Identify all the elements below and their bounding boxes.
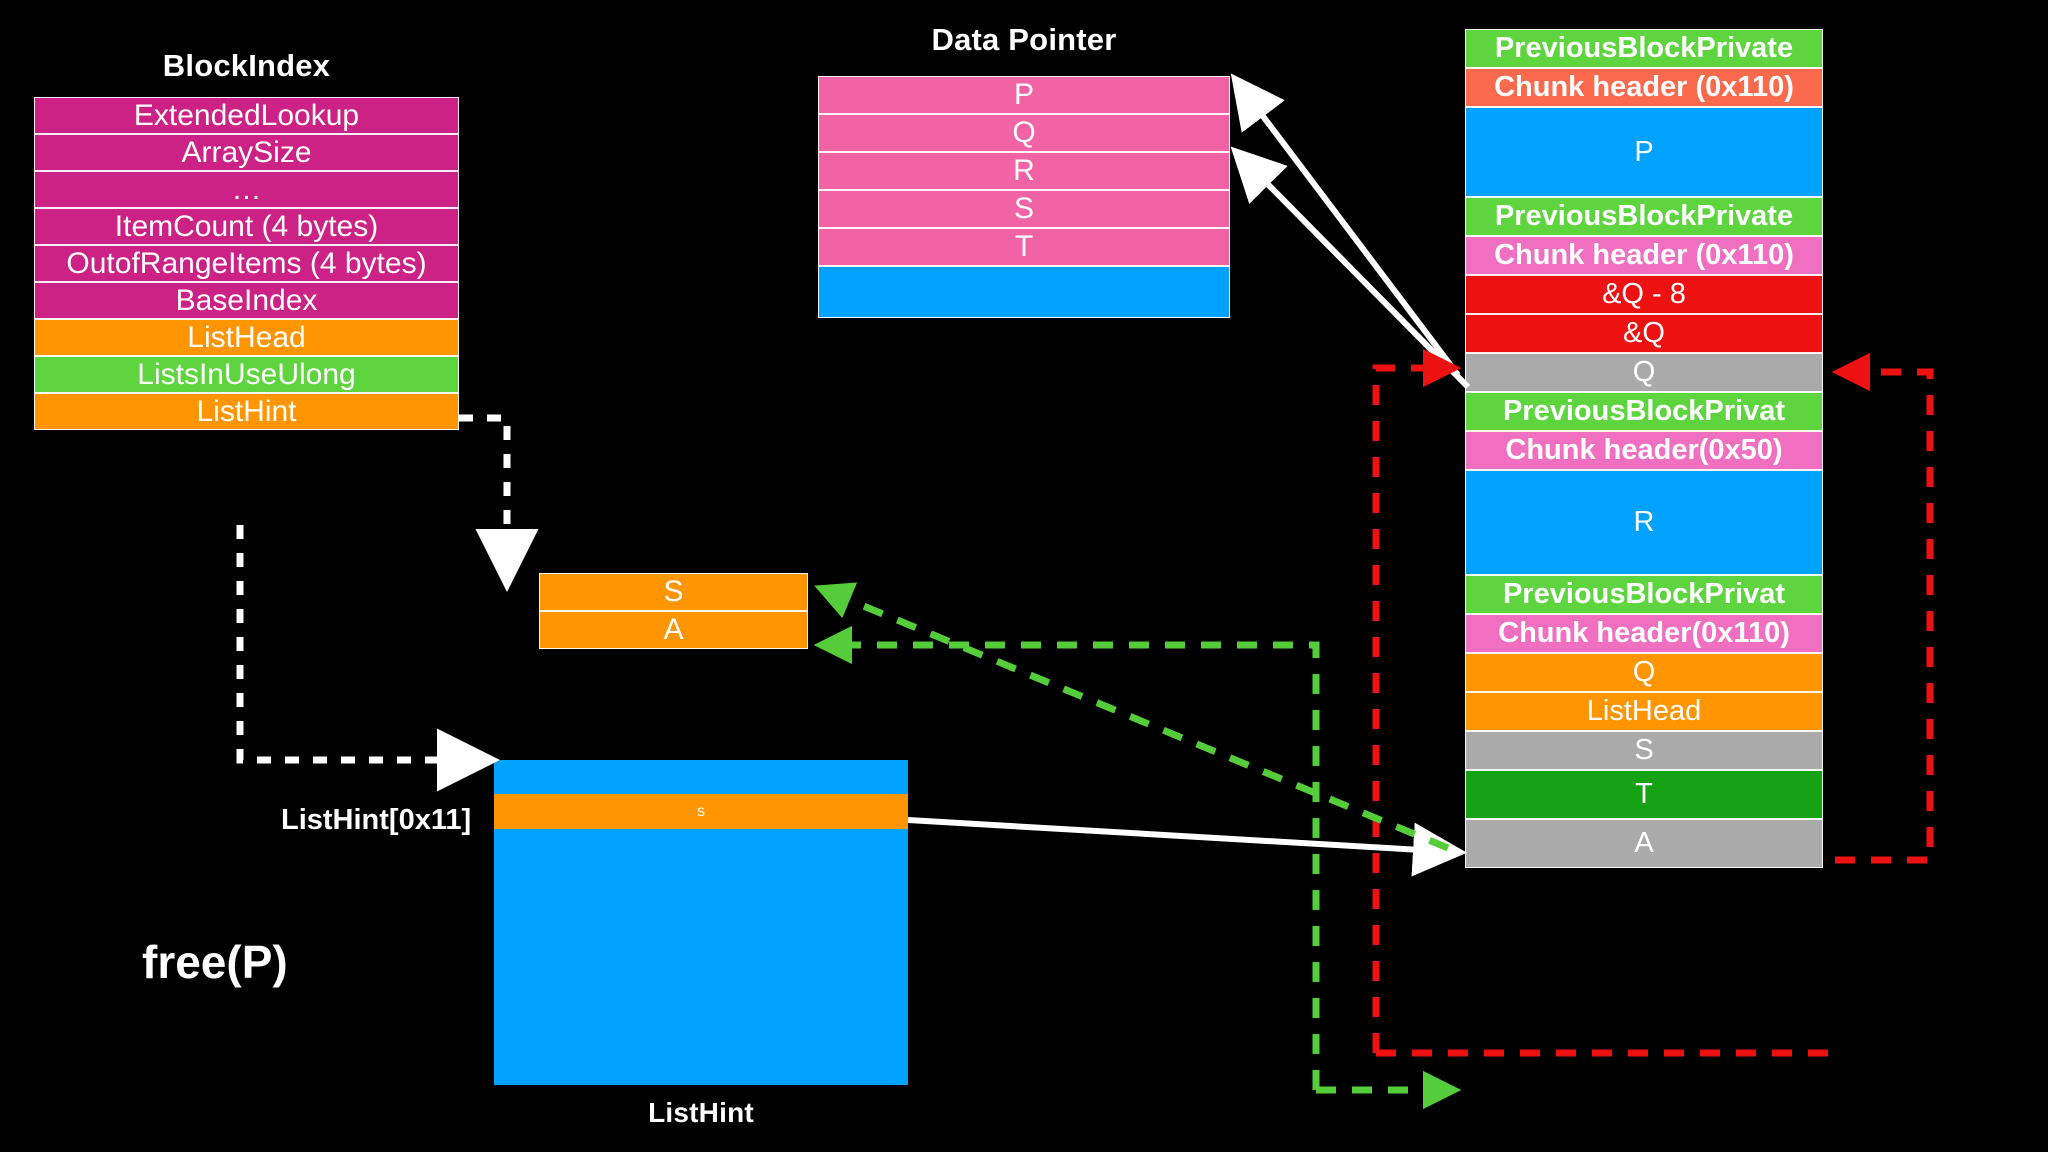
heap-chunk-row: ListHead	[1465, 692, 1823, 731]
heap-chunk-row-label: P	[1634, 135, 1654, 168]
heap-chunk-row-label: T	[1635, 778, 1653, 810]
block-index-caption: BlockIndex	[162, 48, 331, 83]
white-dotted-links	[236, 414, 539, 792]
list-hint-index-label: ListHint[0x11]	[281, 804, 472, 836]
heap-chunk-row-label: S	[1634, 734, 1654, 766]
block-index-row: BaseIndex	[34, 282, 459, 319]
heap-chunk-row: A	[1465, 819, 1823, 868]
heap-chunk-row-label: R	[1633, 506, 1655, 538]
free-entry-row: S	[539, 573, 808, 611]
block-index-row-label: ListHint	[196, 394, 297, 428]
data-pointer-row-label: T	[1014, 230, 1034, 263]
data-pointer-row: P	[818, 76, 1230, 114]
heap-chunk-row-label: Chunk header (0x110)	[1494, 239, 1794, 271]
list-hint-row	[494, 829, 908, 1085]
block-index-row: ArraySize	[34, 134, 459, 171]
block-index-row-label: …	[231, 172, 262, 206]
heap-chunk-row: Chunk header(0x110)	[1465, 614, 1823, 653]
heap-chunk-row: S	[1465, 731, 1823, 770]
block-index-row: ExtendedLookup	[34, 97, 459, 134]
data-pointer-row-label: P	[1013, 78, 1034, 111]
block-index-row: ListsInUseUlong	[34, 356, 459, 393]
heap-chunk-row-label: ListHead	[1586, 695, 1702, 727]
heap-chunk-row: Chunk header (0x110)	[1465, 68, 1823, 107]
data-pointer-row: Q	[818, 114, 1230, 152]
free-call-label: free(P)	[142, 936, 288, 988]
heap-chunk-row: PreviousBlockPrivate	[1465, 197, 1823, 236]
block-index-row: ListHint	[34, 393, 459, 430]
block-index-row: …	[34, 171, 459, 208]
block-index-row: ListHead	[34, 319, 459, 356]
heap-chunk-row: PreviousBlockPrivat	[1465, 392, 1823, 431]
block-index-row-label: ItemCount (4 bytes)	[114, 209, 379, 243]
heap-chunk-row: Q	[1465, 653, 1823, 692]
data-pointer-caption: Data Pointer	[931, 22, 1117, 57]
heap-chunk-row-label: PreviousBlockPrivate	[1494, 200, 1794, 232]
block-index-row-label: ListHead	[187, 320, 306, 354]
heap-chunk-row-label: Q	[1632, 356, 1656, 388]
heap-chunk-row-label: Chunk header(0x50)	[1505, 434, 1783, 466]
free-entry-row: A	[539, 611, 808, 649]
green-dashed-links	[813, 582, 1462, 1110]
data-pointer-row: R	[818, 152, 1230, 190]
heap-chunk-row: T	[1465, 770, 1823, 819]
heap-chunk-row-label: PreviousBlockPrivat	[1502, 578, 1786, 610]
block-index-row-label: ArraySize	[181, 135, 312, 169]
list-hint-row	[494, 760, 908, 794]
list-hint-row: s	[494, 794, 908, 829]
list-hint-block: s	[494, 760, 908, 1085]
heap-chunk-row: PreviousBlockPrivate	[1465, 29, 1823, 68]
heap-chunk-row-label: A	[1634, 827, 1654, 859]
data-pointer-row: T	[818, 228, 1230, 266]
heap-chunk-row: Q	[1465, 353, 1823, 392]
block-index-row-label: OutofRangeItems (4 bytes)	[66, 246, 427, 280]
heap-chunk-row-label: PreviousBlockPrivate	[1494, 32, 1794, 64]
list-hint-caption: ListHint	[648, 1097, 754, 1128]
data-pointer-row: S	[818, 190, 1230, 228]
heap-chunk-row: P	[1465, 107, 1823, 197]
heap-chunk-row: Chunk header (0x110)	[1465, 236, 1823, 275]
heap-chunk-row: &Q - 8	[1465, 275, 1823, 314]
heap-chunk-row-label: Chunk header(0x110)	[1498, 617, 1790, 649]
free-entry-row-label: A	[663, 613, 684, 646]
block-index-row: OutofRangeItems (4 bytes)	[34, 245, 459, 282]
heap-chunk-row: Chunk header(0x50)	[1465, 431, 1823, 470]
data-pointer-row-label: R	[1013, 154, 1035, 187]
data-pointer-row-label: Q	[1012, 116, 1036, 149]
heap-chunk-row: &Q	[1465, 314, 1823, 353]
heap-chunk-row-label: PreviousBlockPrivat	[1502, 395, 1786, 427]
heap-chunk-row: R	[1465, 470, 1823, 575]
block-index-row: ItemCount (4 bytes)	[34, 208, 459, 245]
data-pointer-row	[818, 266, 1230, 318]
free-entry-row-label: S	[663, 575, 684, 608]
block-index-row-label: ListsInUseUlong	[137, 357, 356, 391]
list-hint-row-label: s	[697, 802, 705, 820]
heap-chunk-row-label: Q	[1632, 656, 1656, 688]
heap-chunk-row: PreviousBlockPrivat	[1465, 575, 1823, 614]
heap-chunk-row-label: &Q - 8	[1602, 278, 1686, 310]
heap-chunk-row-label: &Q	[1623, 317, 1665, 349]
data-pointer-row-label: S	[1013, 192, 1034, 225]
block-index-row-label: BaseIndex	[175, 283, 318, 317]
heap-chunk-row-label: Chunk header (0x110)	[1494, 71, 1794, 103]
block-index-row-label: ExtendedLookup	[133, 98, 360, 132]
